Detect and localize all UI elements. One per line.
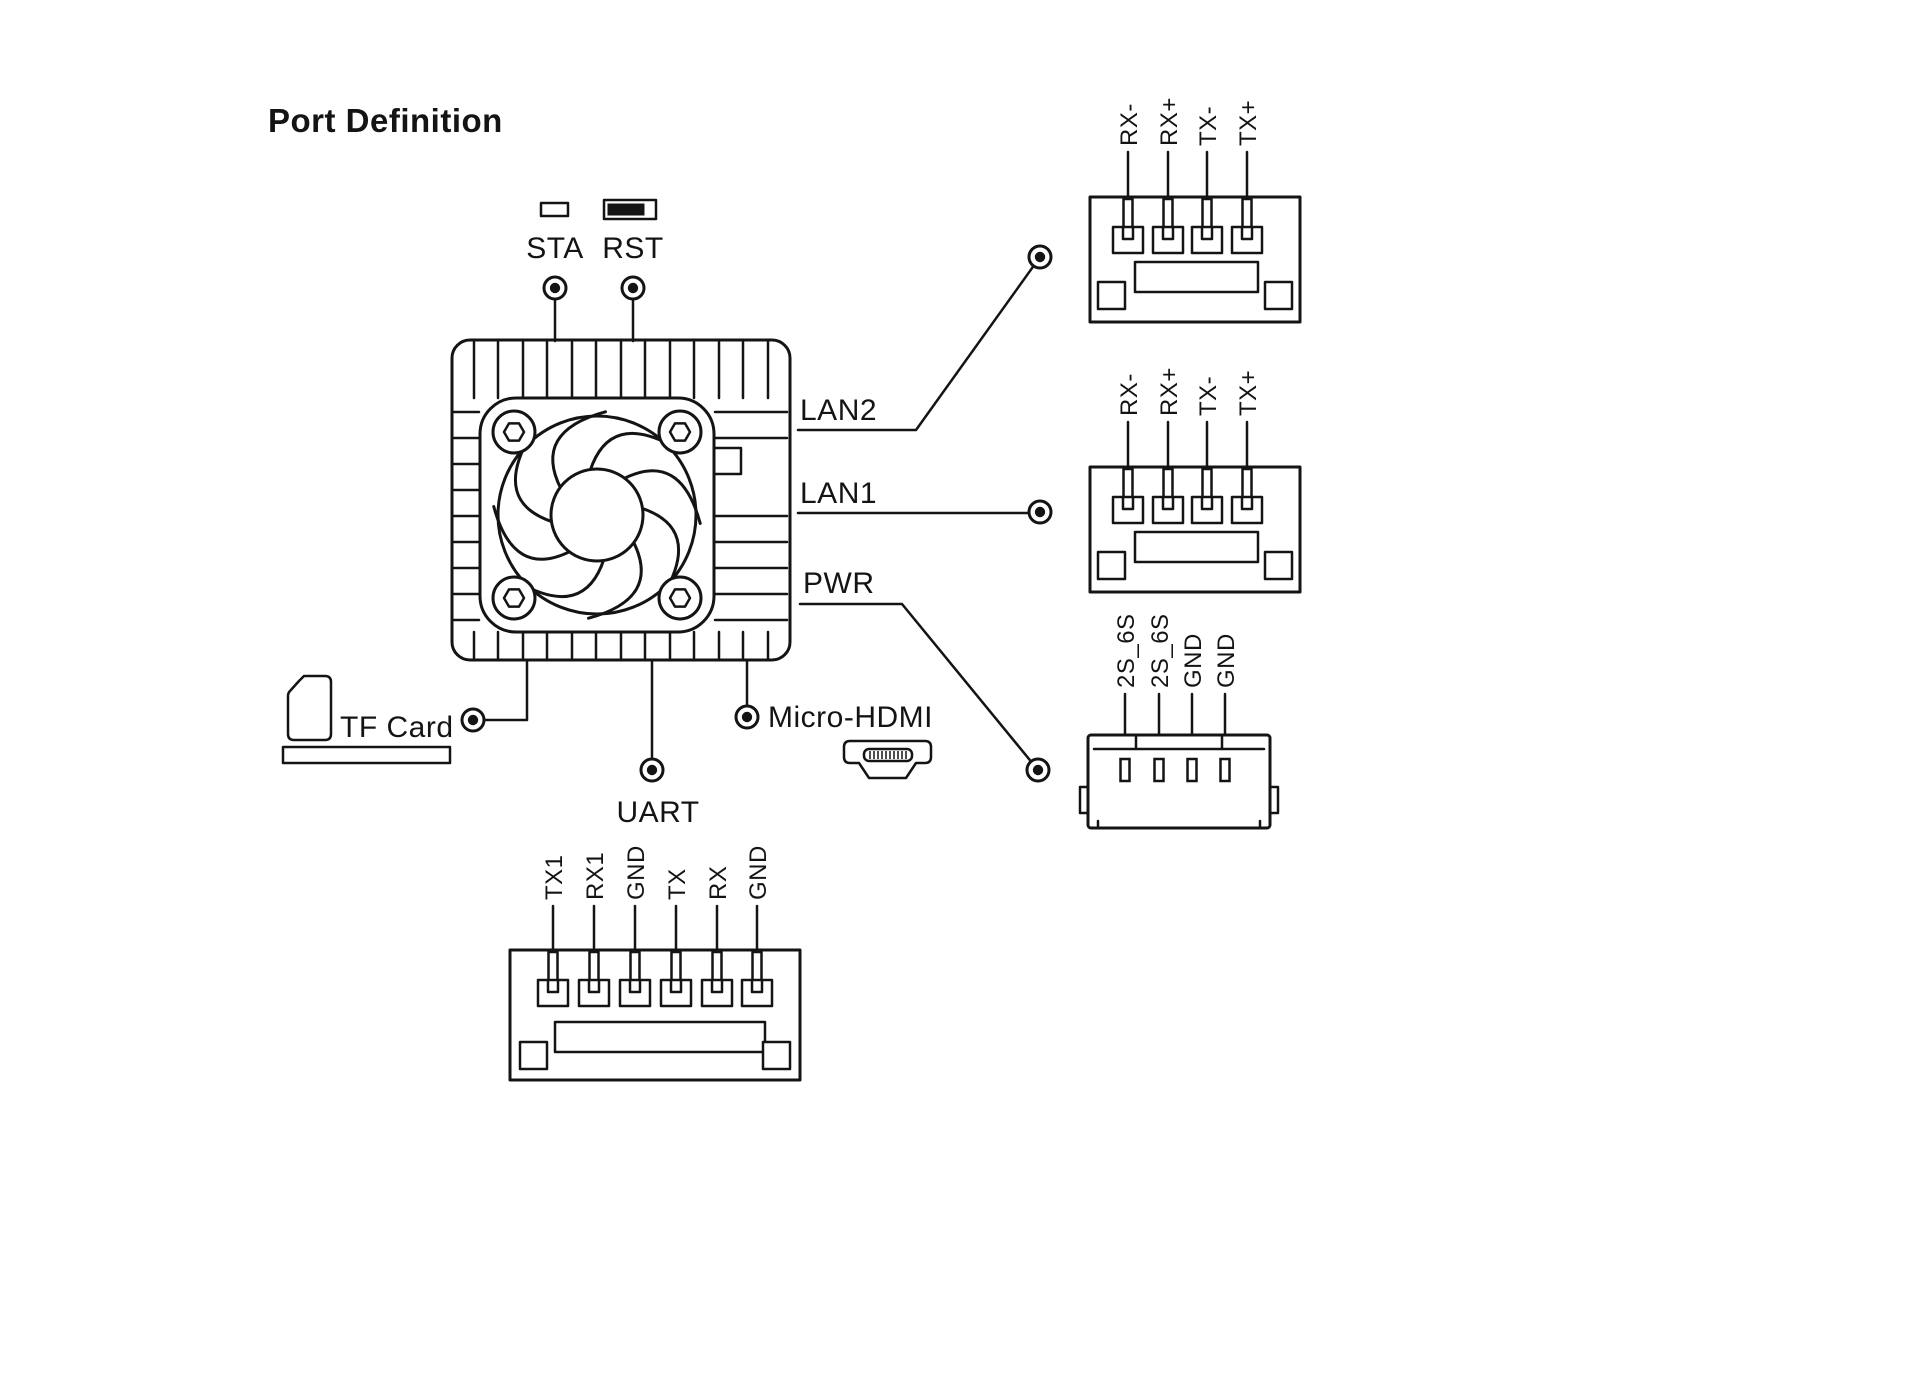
pwr-label: PWR: [803, 567, 875, 600]
pwr-pin-label: GND: [1213, 633, 1240, 688]
lan2-pin-label: RX+: [1156, 97, 1183, 146]
uart-leader: UART: [616, 659, 699, 829]
screw-icon: [659, 411, 701, 453]
uart-pin-label: GND: [623, 845, 650, 900]
lan1-pin-label: TX+: [1235, 370, 1262, 416]
tf-card-icon: [286, 674, 333, 742]
uart-pin-label: RX1: [582, 852, 609, 900]
rst-button: RST: [602, 198, 664, 343]
connection-dot-lan2: [1027, 244, 1053, 270]
lan1-label: LAN1: [800, 477, 877, 510]
lan2-leader: LAN2: [796, 255, 1042, 432]
connection-dot-micro-hdmi: [734, 704, 760, 730]
connector-lan2: RX- RX+ TX- TX+: [1088, 97, 1302, 324]
pwr-pin-label: 2S_6S: [1147, 613, 1174, 688]
lan2-label: LAN2: [800, 394, 877, 427]
heatsink-fins-bottom: [472, 630, 770, 660]
connector-pwr: 2S_6S 2S_6S GND GND: [1078, 613, 1280, 830]
tf-card-label: TF Card: [340, 711, 454, 744]
lan1-pin-label: TX-: [1195, 376, 1222, 416]
fan: [492, 410, 702, 620]
screw-icon: [659, 577, 701, 619]
micro-hdmi-icon: [842, 739, 933, 780]
pwr-pin-label: GND: [1180, 633, 1207, 688]
connection-dot-rst: [620, 275, 646, 301]
lan2-pin-label: TX-: [1195, 106, 1222, 146]
lan1-leader: LAN1: [796, 477, 1042, 515]
connection-dot-lan1: [1027, 499, 1053, 525]
heatsink-fins-left: [452, 410, 481, 622]
lan1-pin-label: RX+: [1156, 367, 1183, 416]
connector-lan1: RX- RX+ TX- TX+: [1088, 367, 1302, 594]
lan2-pin-label: TX+: [1235, 100, 1262, 146]
lan1-pin-label: RX-: [1116, 373, 1143, 416]
page-title: Port Definition: [268, 102, 503, 139]
lan2-pin-label: RX-: [1116, 103, 1143, 146]
tf-card-slot: [281, 745, 452, 765]
fan-hub: [549, 467, 645, 563]
connector-lan1-drawing: [1088, 465, 1302, 594]
connection-dot-sta: [542, 275, 568, 301]
pwr-pin-label: 2S_6S: [1113, 613, 1140, 688]
uart-pin-label: TX1: [541, 854, 568, 900]
connection-dot-tf-card: [460, 707, 486, 733]
connector-pwr-drawing: [1078, 733, 1280, 830]
connector-uart: TX1 RX1 GND TX RX GND: [508, 845, 802, 1082]
uart-label: UART: [616, 796, 699, 829]
screw-icon: [493, 411, 535, 453]
connector-lan2-drawing: [1088, 195, 1302, 324]
micro-hdmi: Micro-HDMI: [745, 659, 933, 780]
connector-uart-drawing: [508, 948, 802, 1082]
device-heatsink: [450, 338, 792, 662]
heatsink-fins-right: [713, 410, 789, 622]
tf-card: TF Card: [281, 659, 529, 765]
micro-hdmi-label: Micro-HDMI: [768, 701, 933, 734]
uart-pin-label: RX: [705, 866, 732, 900]
uart-pin-label: GND: [745, 845, 772, 900]
rst-label: RST: [602, 232, 664, 265]
heatsink-fins-top: [472, 340, 770, 400]
screw-icon: [493, 577, 535, 619]
sta-label: STA: [526, 232, 584, 265]
side-notch: [712, 446, 743, 476]
pwr-leader: PWR: [798, 567, 1040, 772]
sta-indicator: STA: [526, 201, 584, 343]
uart-pin-label: TX: [664, 868, 691, 900]
connection-dot-pwr: [1025, 757, 1051, 783]
connection-dot-uart: [639, 757, 665, 783]
